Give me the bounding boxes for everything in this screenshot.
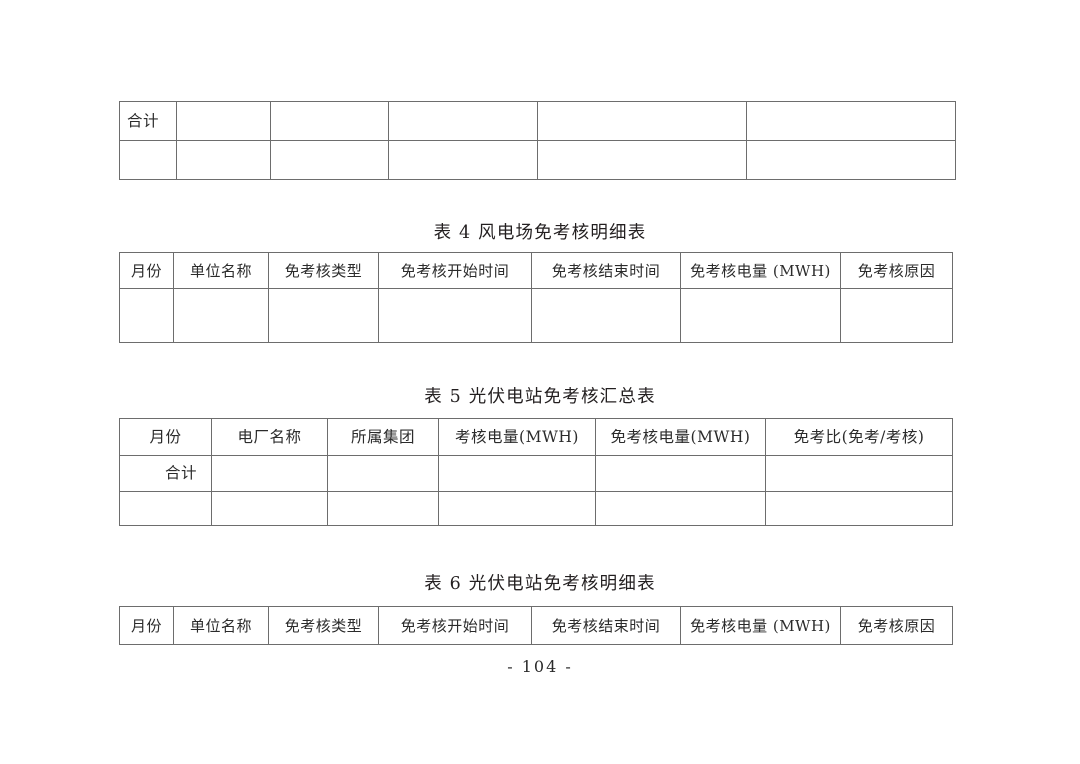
cell-empty[interactable] <box>176 101 271 141</box>
cell-empty[interactable] <box>680 288 841 343</box>
column-header-exemption-end-time: 免考核结束时间 <box>531 606 681 645</box>
cell-empty[interactable] <box>746 140 956 180</box>
cell-empty[interactable] <box>211 455 328 492</box>
cell-empty[interactable] <box>327 455 439 492</box>
table-4-caption: 表 4 风电场免考核明细表 <box>433 223 647 243</box>
cell-empty[interactable] <box>176 140 271 180</box>
column-header-exemption-reason: 免考核原因 <box>840 606 953 645</box>
column-header-exemption-reason: 免考核原因 <box>840 252 953 289</box>
cell-empty[interactable] <box>531 288 681 343</box>
continued-summary-table: 合计 <box>119 101 956 180</box>
table-6-pv-station-exemption-detail: 月份 单位名称 免考核类型 免考核开始时间 免考核结束时间 免考核电量 (MWH… <box>119 606 953 645</box>
table-header-row: 月份 单位名称 免考核类型 免考核开始时间 免考核结束时间 免考核电量 (MWH… <box>119 252 953 289</box>
cell-empty[interactable] <box>173 288 269 343</box>
table-row <box>119 288 953 343</box>
table-row <box>119 491 953 526</box>
column-header-exemption-energy-mwh: 免考核电量(MWH) <box>595 418 766 456</box>
table-4-wind-farm-exemption-detail: 月份 单位名称 免考核类型 免考核开始时间 免考核结束时间 免考核电量 (MWH… <box>119 252 953 343</box>
cell-empty[interactable] <box>268 288 379 343</box>
page-number-footer: - 104 - <box>507 657 573 676</box>
cell-empty[interactable] <box>388 140 538 180</box>
cell-empty[interactable] <box>327 491 439 526</box>
column-header-exemption-end-time: 免考核结束时间 <box>531 252 681 289</box>
cell-empty[interactable] <box>595 491 766 526</box>
column-header-exemption-energy-mwh: 免考核电量 (MWH) <box>680 606 841 645</box>
column-header-plant-name: 电厂名称 <box>211 418 328 456</box>
column-header-unit-name: 单位名称 <box>173 252 269 289</box>
column-header-month: 月份 <box>119 606 174 645</box>
cell-empty[interactable] <box>119 491 212 526</box>
column-header-exemption-ratio: 免考比(免考/考核) <box>765 418 953 456</box>
column-header-exemption-type: 免考核类型 <box>268 252 379 289</box>
column-header-affiliated-group: 所属集团 <box>327 418 439 456</box>
column-header-assessed-energy-mwh: 考核电量(MWH) <box>438 418 596 456</box>
table-5-pv-station-exemption-summary: 月份 电厂名称 所属集团 考核电量(MWH) 免考核电量(MWH) 免考比(免考… <box>119 418 953 526</box>
table-row: 合计 <box>119 455 953 492</box>
cell-total-label: 合计 <box>119 101 177 141</box>
cell-empty[interactable] <box>537 101 747 141</box>
table-header-row: 月份 电厂名称 所属集团 考核电量(MWH) 免考核电量(MWH) 免考比(免考… <box>119 418 953 456</box>
cell-empty[interactable] <box>270 140 389 180</box>
table-row: 合计 <box>119 101 956 141</box>
table-6-caption: 表 6 光伏电站免考核明细表 <box>424 574 656 594</box>
column-header-month: 月份 <box>119 418 212 456</box>
cell-empty[interactable] <box>388 101 538 141</box>
cell-empty[interactable] <box>438 455 596 492</box>
table-header-row: 月份 单位名称 免考核类型 免考核开始时间 免考核结束时间 免考核电量 (MWH… <box>119 606 953 645</box>
column-header-exemption-energy-mwh: 免考核电量 (MWH) <box>680 252 841 289</box>
cell-empty[interactable] <box>211 491 328 526</box>
column-header-exemption-start-time: 免考核开始时间 <box>378 606 532 645</box>
cell-empty[interactable] <box>537 140 747 180</box>
cell-empty[interactable] <box>438 491 596 526</box>
cell-empty[interactable] <box>119 140 177 180</box>
cell-empty[interactable] <box>378 288 532 343</box>
column-header-exemption-type: 免考核类型 <box>268 606 379 645</box>
cell-empty[interactable] <box>840 288 953 343</box>
column-header-month: 月份 <box>119 252 174 289</box>
column-header-unit-name: 单位名称 <box>173 606 269 645</box>
table-row <box>119 140 956 180</box>
cell-empty[interactable] <box>765 491 953 526</box>
cell-empty[interactable] <box>270 101 389 141</box>
cell-empty[interactable] <box>119 288 174 343</box>
table-5-caption: 表 5 光伏电站免考核汇总表 <box>424 387 656 407</box>
cell-empty[interactable] <box>765 455 953 492</box>
cell-total-label: 合计 <box>119 455 212 492</box>
cell-empty[interactable] <box>595 455 766 492</box>
column-header-exemption-start-time: 免考核开始时间 <box>378 252 532 289</box>
cell-empty[interactable] <box>746 101 956 141</box>
